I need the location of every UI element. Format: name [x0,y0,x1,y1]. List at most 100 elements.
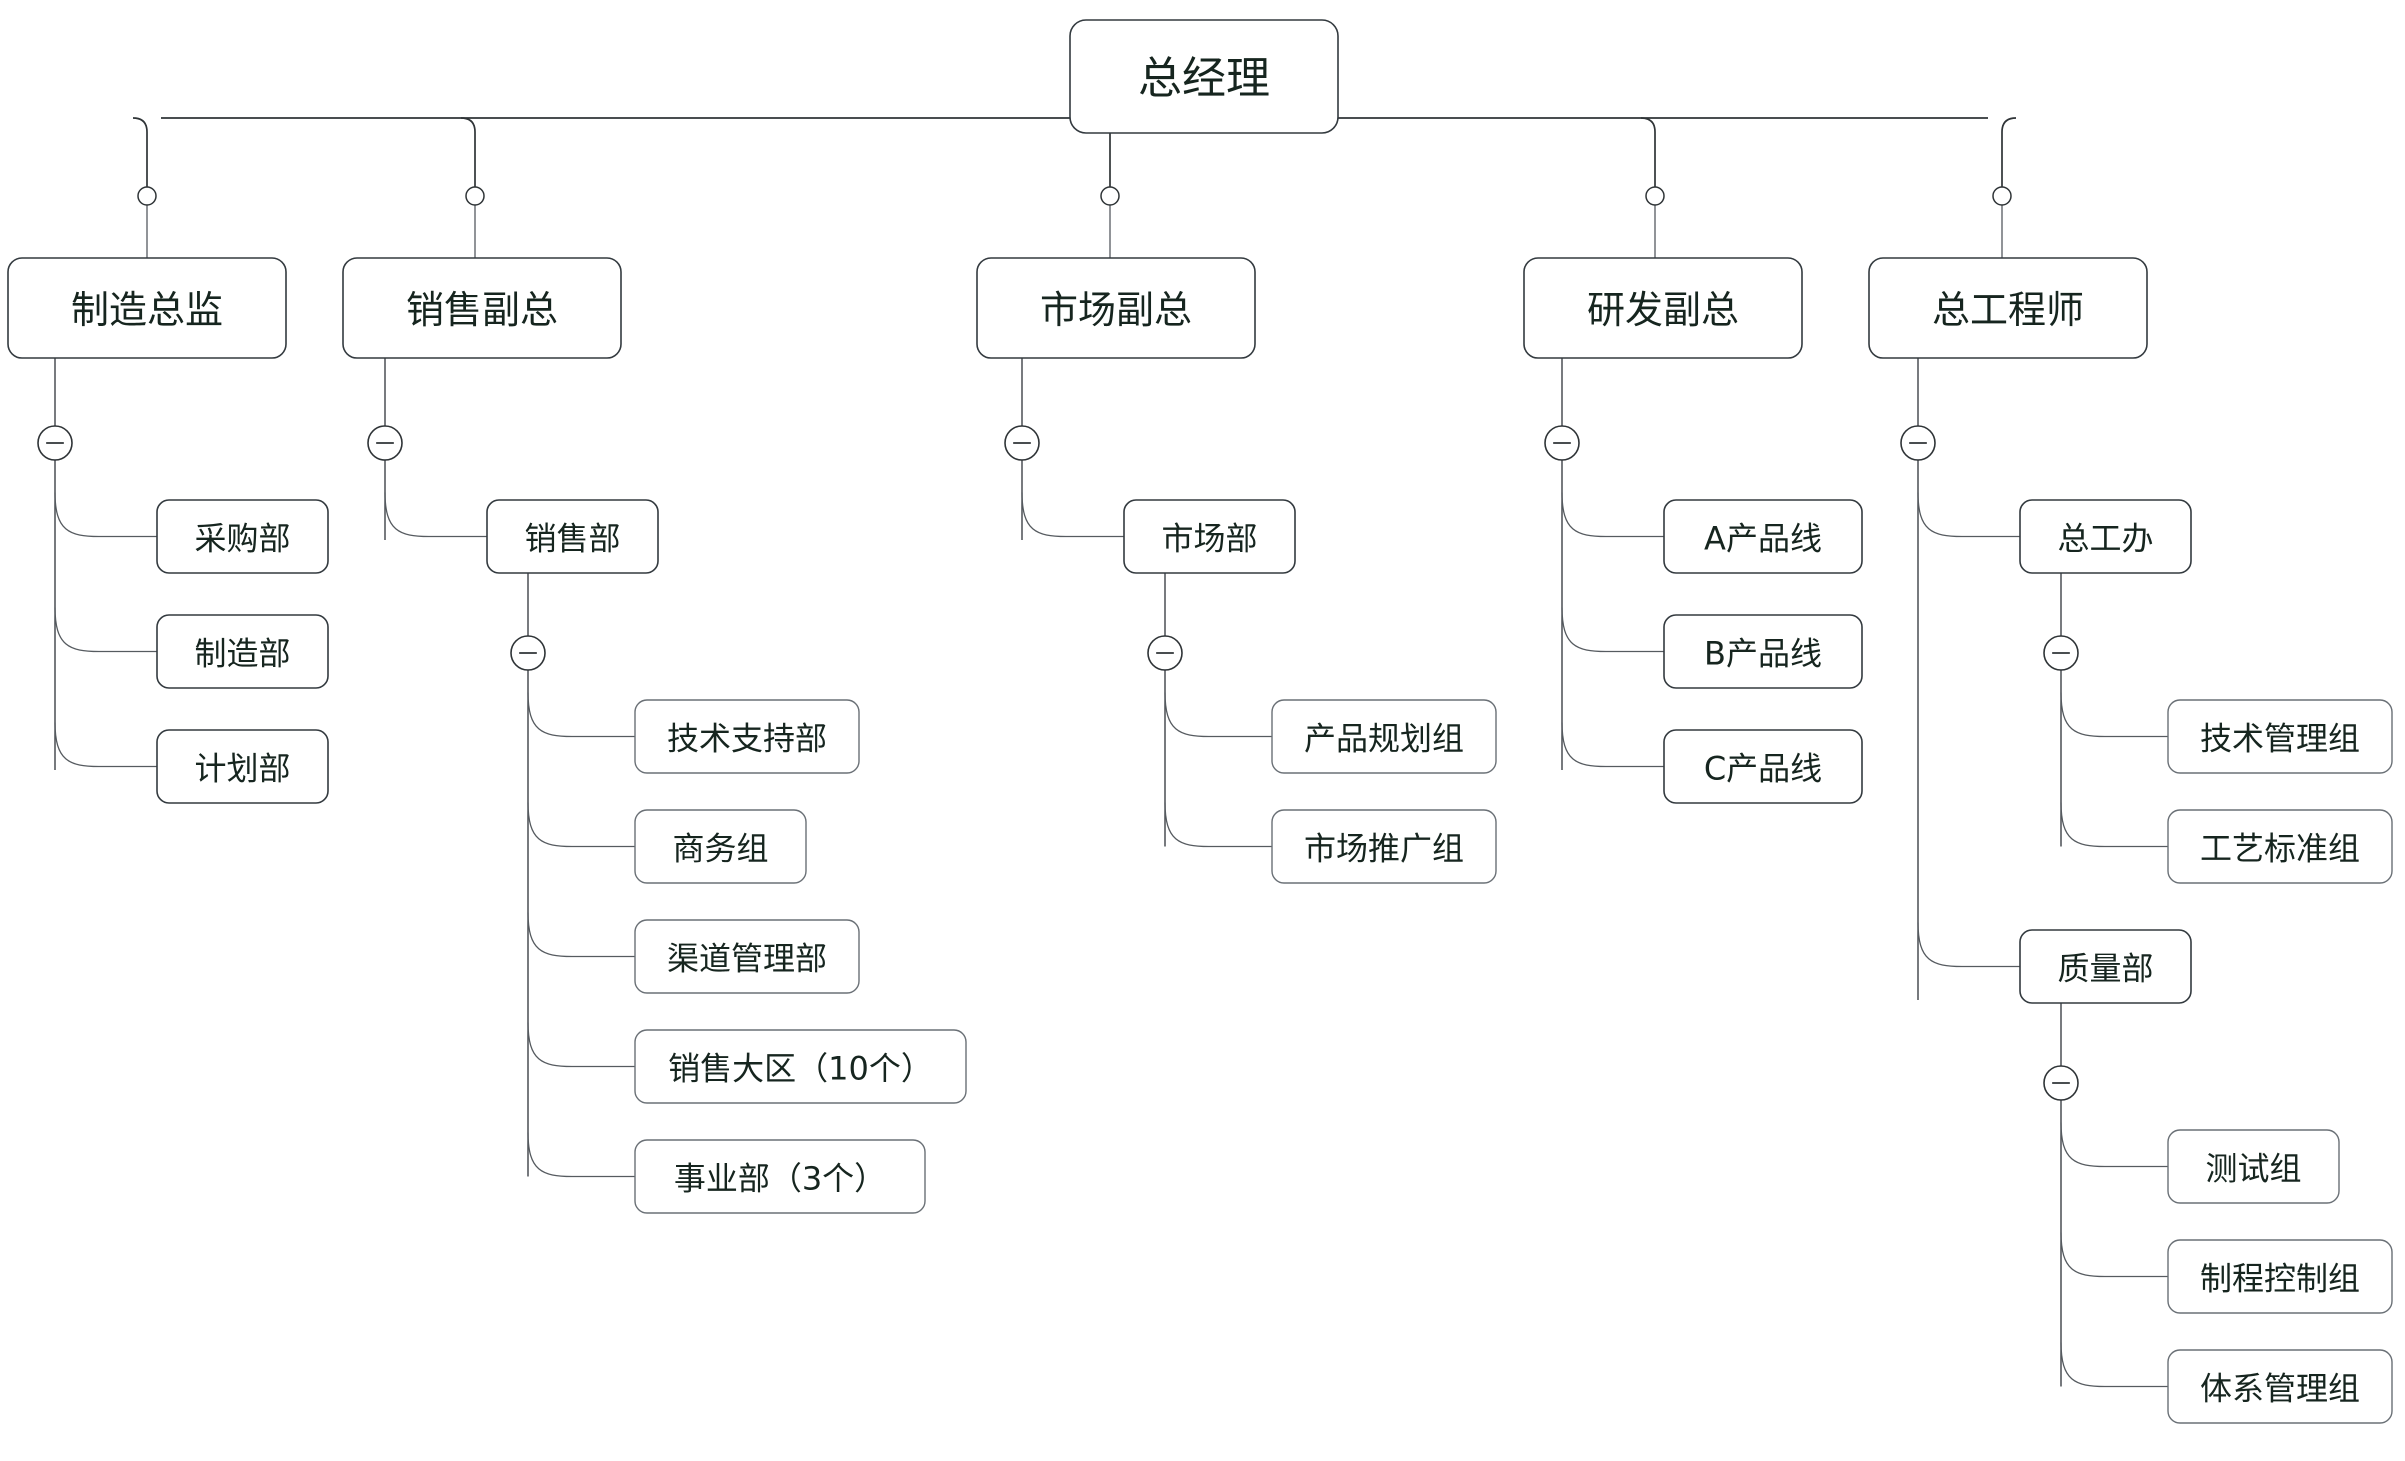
node-label: 商务组 [672,830,768,868]
node-shape [2167,1349,2393,1424]
node-shape [634,809,807,884]
expand-knob-icon[interactable] [1100,186,1120,206]
node-label: 采购部 [194,520,290,558]
node-label: 总工程师 [1932,288,2084,332]
node-tech_mgmt[interactable]: 技术管理组 [2167,699,2393,774]
child-connector [54,607,157,653]
node-label: 总工办 [2057,520,2153,558]
expand-knob-icon[interactable] [1645,186,1665,206]
child-connector [527,692,635,738]
bus-elbow [1640,117,1656,187]
node-shape [1523,257,1803,359]
node-sales_dept[interactable]: 销售部 [486,499,659,574]
node-l2-mkt_vp[interactable]: 市场副总 [976,257,1256,359]
connector-layer [54,117,2168,1388]
knob-layer [37,186,2079,1101]
child-connector [2060,1342,2168,1388]
node-line_b[interactable]: B产品线 [1663,614,1863,689]
node-label: 市场副总 [1040,288,1192,332]
node-shape [156,729,329,804]
node-label: 总经理 [1138,53,1270,104]
expand-knob-icon[interactable] [1992,186,2012,206]
node-shape [976,257,1256,359]
child-connector [527,1132,635,1178]
node-chief_office[interactable]: 总工办 [2019,499,2192,574]
node-planning[interactable]: 计划部 [156,729,329,804]
node-procure[interactable]: 采购部 [156,499,329,574]
node-label: 质量部 [2057,950,2153,988]
child-connector [527,1022,635,1068]
child-connector [527,802,635,848]
node-biz_units[interactable]: 事业部（3个） [634,1139,926,1214]
node-l2-mfg_dir[interactable]: 制造总监 [7,257,287,359]
node-shape [156,499,329,574]
bus-elbow [2001,117,2017,187]
expand-knob-icon[interactable] [137,186,157,206]
node-l2-sales_vp[interactable]: 销售副总 [342,257,622,359]
node-label: 工艺标准组 [2200,830,2360,868]
node-label: 测试组 [2205,1150,2301,1188]
node-quality_dept[interactable]: 质量部 [2019,929,2192,1004]
node-root-gm[interactable]: 总经理 [1069,19,1339,134]
bus-elbow [460,117,476,187]
node-shape [1271,809,1497,884]
node-tech_support[interactable]: 技术支持部 [634,699,860,774]
node-label: 渠道管理部 [667,940,827,978]
child-connector [1561,492,1664,538]
node-label: 技术管理组 [2200,720,2360,758]
node-shape [1123,499,1296,574]
node-line_a[interactable]: A产品线 [1663,499,1863,574]
node-shape [634,1139,926,1214]
node-mkt_dept[interactable]: 市场部 [1123,499,1296,574]
node-line_c[interactable]: C产品线 [1663,729,1863,804]
node-test_grp[interactable]: 测试组 [2167,1129,2340,1204]
child-connector [2060,1122,2168,1168]
node-label: C产品线 [1704,750,1822,788]
node-shape [1663,499,1863,574]
bus-elbow [132,117,148,187]
expand-knob-icon[interactable] [465,186,485,206]
node-shape [2019,499,2192,574]
node-shape [1069,19,1339,134]
node-shape [2167,1129,2340,1204]
node-label: 研发副总 [1587,288,1739,332]
node-label: 产品规划组 [1304,720,1464,758]
child-connector [384,492,487,538]
node-label: 销售大区（10个） [668,1050,933,1088]
node-shape [486,499,659,574]
child-connector [1917,492,2020,538]
node-sales_regions[interactable]: 销售大区（10个） [634,1029,967,1104]
node-shape [7,257,287,359]
node-shape [2167,1239,2393,1314]
node-manufacture[interactable]: 制造部 [156,614,329,689]
node-shape [634,919,860,994]
node-business_grp[interactable]: 商务组 [634,809,807,884]
node-shape [2167,809,2393,884]
node-l2-chief_eng[interactable]: 总工程师 [1868,257,2148,359]
node-shape [1271,699,1497,774]
node-label: A产品线 [1704,520,1822,558]
node-label: 事业部（3个） [674,1160,886,1198]
node-channel_mgmt[interactable]: 渠道管理部 [634,919,860,994]
node-shape [1868,257,2148,359]
node-label: 销售副总 [406,288,558,332]
child-connector [54,492,157,538]
node-product_plan[interactable]: 产品规划组 [1271,699,1497,774]
child-connector [1561,607,1664,653]
node-l2-rd_vp[interactable]: 研发副总 [1523,257,1803,359]
node-label: B产品线 [1704,635,1822,673]
node-mkt_promo[interactable]: 市场推广组 [1271,809,1497,884]
child-connector [54,722,157,768]
node-process_ctrl[interactable]: 制程控制组 [2167,1239,2393,1314]
child-connector [2060,692,2168,738]
node-shape [156,614,329,689]
child-connector [1561,722,1664,768]
node-process_std[interactable]: 工艺标准组 [2167,809,2393,884]
node-system_mgmt[interactable]: 体系管理组 [2167,1349,2393,1424]
node-shape [1663,729,1863,804]
child-connector [1164,802,1272,848]
node-label: 体系管理组 [2200,1370,2360,1408]
